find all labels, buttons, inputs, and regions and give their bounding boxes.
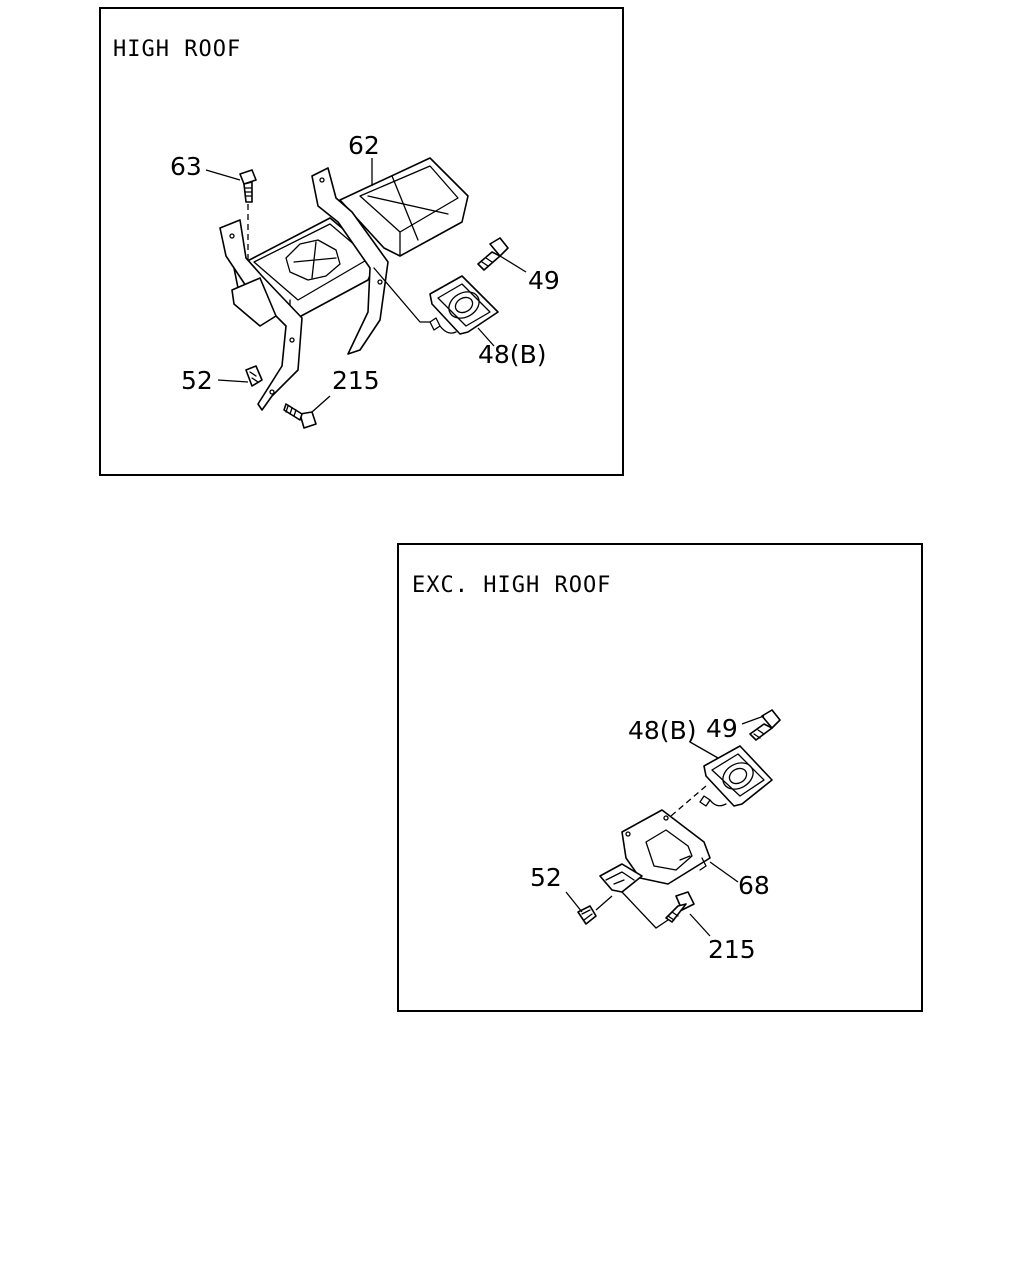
screw-part xyxy=(477,237,509,271)
flange-bolt-part xyxy=(621,891,695,929)
panel-exc-high-roof: EXC. HIGH ROOF xyxy=(397,543,923,1012)
callout-62: 62 xyxy=(348,131,380,160)
bolt-part xyxy=(239,169,257,262)
clip-nut-part xyxy=(245,365,263,387)
callout-48b: 48(B) xyxy=(628,716,696,745)
speaker-bracket-part xyxy=(219,157,469,411)
callout-215: 215 xyxy=(332,366,380,395)
speaker-part xyxy=(663,745,773,823)
callout-49: 49 xyxy=(706,714,738,743)
callout-52: 52 xyxy=(530,863,562,892)
panel-frame xyxy=(99,7,624,476)
panel-frame xyxy=(397,543,923,1012)
panel-heading: HIGH ROOF xyxy=(113,37,241,62)
callout-215: 215 xyxy=(708,935,756,964)
callout-52: 52 xyxy=(181,366,213,395)
speaker-part xyxy=(373,267,499,335)
panel-high-roof: HIGH ROOF xyxy=(99,7,624,476)
callout-63: 63 xyxy=(170,152,202,181)
speaker-bracket-plate-part xyxy=(599,809,711,893)
callout-49: 49 xyxy=(528,266,560,295)
panel-heading: EXC. HIGH ROOF xyxy=(412,573,611,598)
clip-nut-part xyxy=(577,895,613,925)
flange-bolt-part xyxy=(283,403,317,429)
callout-48b: 48(B) xyxy=(478,340,546,369)
callout-68: 68 xyxy=(738,871,770,900)
screw-part xyxy=(749,709,781,741)
